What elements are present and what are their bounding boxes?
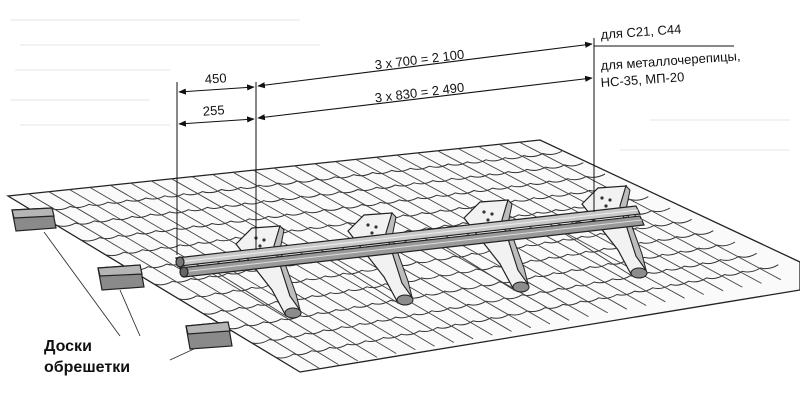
batten-boards-label-line1: Доски bbox=[44, 338, 92, 355]
dim-450-arrow bbox=[178, 84, 255, 95]
dim-2490-label: 3 x 830 = 2 490 bbox=[374, 80, 465, 106]
dim-255-arrow bbox=[178, 116, 255, 127]
dim-2100-label: 3 x 700 = 2 100 bbox=[374, 47, 465, 73]
tile-rib-line bbox=[519, 141, 782, 281]
batten-board bbox=[185, 321, 233, 350]
tile-rib-line bbox=[437, 150, 705, 295]
batten-board bbox=[11, 207, 57, 232]
snow-guard-tubes bbox=[175, 205, 645, 278]
background-texture bbox=[10, 19, 790, 151]
tile-rib-line bbox=[28, 193, 320, 369]
dim-255-label: 255 bbox=[202, 102, 225, 118]
batten-boards-label: Доски обрешетки bbox=[44, 336, 130, 378]
tile-rib-line bbox=[69, 189, 358, 362]
note-c21-c44: для С21, С44 bbox=[600, 21, 682, 42]
boards-leader-lines bbox=[43, 231, 197, 361]
tile-rib-line bbox=[48, 191, 339, 365]
batten-boards bbox=[11, 207, 233, 350]
dimension-arrows bbox=[178, 41, 734, 127]
batten-board bbox=[97, 264, 145, 291]
dimension-reference-lines bbox=[176, 38, 595, 255]
tile-step-line bbox=[80, 173, 606, 242]
dim-450-label: 450 bbox=[204, 70, 227, 86]
dim-2490-arrow bbox=[257, 75, 593, 121]
note-metal-tile-line2: НС-35, МП-20 bbox=[600, 69, 685, 90]
tile-step-line bbox=[226, 241, 736, 330]
tile-rib-line bbox=[89, 187, 378, 358]
batten-boards-label-line2: обрешетки bbox=[44, 359, 131, 376]
